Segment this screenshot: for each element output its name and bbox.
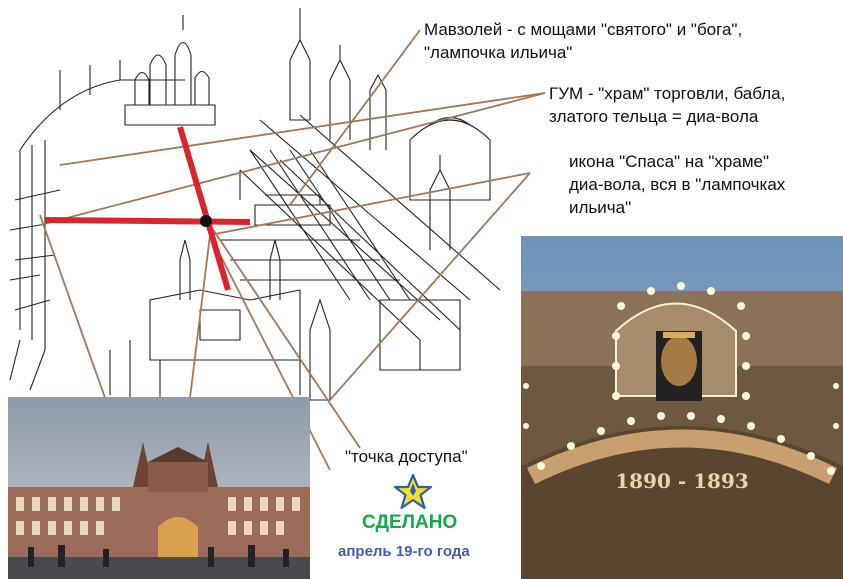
pointer-line-icon-b	[329, 172, 531, 401]
gum-facade-illustration	[8, 397, 310, 579]
pointer-lines	[39, 29, 546, 521]
caption-access-point: "точка доступа"	[345, 447, 468, 466]
pointer-line-mausoleum	[289, 29, 421, 206]
pointer-line-icon-a	[209, 172, 531, 236]
photo-gum-facade	[8, 397, 310, 579]
pointer-line-access	[209, 224, 361, 449]
red-cross	[44, 126, 251, 291]
date-label: апрель 19-го года	[338, 543, 470, 560]
photo-icon-closeup: 1890 - 1893	[521, 236, 843, 579]
caption-gum: ГУМ - "храм" торговли, бабла, златого те…	[549, 84, 786, 126]
cross-horizontal	[44, 217, 251, 225]
done-label: СДЕЛАНО	[362, 512, 458, 533]
pointer-line-facade-b	[209, 234, 331, 471]
cross-vertical	[177, 126, 231, 291]
icon-closeup-illustration: 1890 - 1893	[521, 236, 843, 579]
facade-inscription: 1890 - 1893	[615, 469, 749, 493]
pointer-line-gum-a	[59, 92, 546, 166]
star-icon	[393, 474, 433, 510]
sketch-lines	[9, 8, 501, 401]
caption-icon: икона "Спаса" на "храме" диа-вола, вся в…	[569, 152, 786, 217]
caption-mausoleum: Мавзолей - с мощами "святого" и "бога", …	[424, 20, 743, 62]
pointer-line-gum-b	[39, 92, 546, 226]
black-dot-icon	[200, 215, 212, 227]
